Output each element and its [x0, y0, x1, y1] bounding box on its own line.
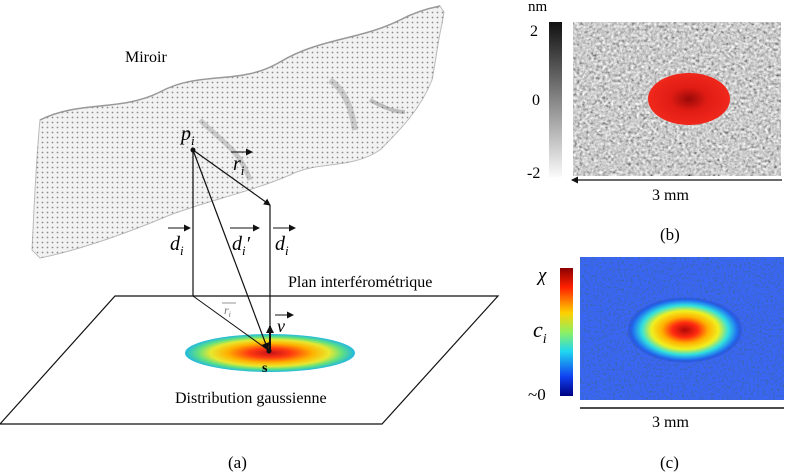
- label-r-projection: ri: [222, 302, 236, 319]
- label-r: ri: [231, 148, 253, 178]
- svg-text:di′: di′: [232, 233, 251, 258]
- caption-a: (a): [228, 453, 247, 472]
- spot-b: [648, 73, 730, 125]
- colorbar-c-bottom: ~0: [528, 385, 546, 404]
- label-d-prime: di′: [230, 224, 260, 258]
- colorbar-b-tick-mid: 0: [532, 92, 540, 109]
- spot-c: [627, 297, 743, 363]
- caption-b: (b): [660, 225, 680, 244]
- svg-text:ri: ri: [233, 153, 245, 178]
- unit-label: nm: [528, 0, 548, 15]
- panel-b: nm 2 0 -2 3 mm (b): [527, 0, 782, 244]
- point-p-marker: [190, 147, 196, 153]
- label-v: v: [275, 311, 294, 336]
- vector-r-projection: [192, 295, 269, 351]
- svg-text:di: di: [170, 233, 184, 258]
- scale-label-c: 3 mm: [652, 414, 689, 431]
- panel-c: χ ci ~0 3 mm (c): [528, 257, 784, 472]
- scale-label-b: 3 mm: [652, 187, 689, 204]
- svg-text:ri: ri: [224, 303, 231, 319]
- svg-text:di: di: [275, 233, 289, 258]
- source-point: [266, 348, 272, 354]
- svg-text:v: v: [277, 316, 285, 336]
- colorbar-c: [560, 268, 573, 396]
- interferometric-plane: [0, 295, 500, 425]
- source-label: s: [262, 361, 268, 376]
- colorbar-b-tick-bottom: -2: [527, 165, 540, 182]
- vector-d-prime: [192, 149, 270, 351]
- mirror-label: Miroir: [125, 49, 167, 66]
- vector-r: [192, 149, 271, 206]
- vector-construction: [192, 149, 274, 351]
- panel-a: Miroir Plan interférométrique Distributi…: [0, 5, 500, 472]
- mirror-surface: [31, 5, 445, 259]
- plane-label: Plan interférométrique: [288, 274, 432, 291]
- colorbar-c-mid: ci: [533, 317, 547, 347]
- colorbar-b: [549, 22, 562, 177]
- label-d-left: di: [168, 224, 191, 258]
- point-p-label: pi: [179, 123, 195, 148]
- colorbar-b-tick-top: 2: [530, 23, 538, 40]
- colorbar-c-top: χ: [536, 265, 547, 286]
- distribution-label: Distribution gaussienne: [175, 390, 327, 407]
- label-d-right: di: [273, 224, 296, 258]
- caption-c: (c): [660, 453, 679, 472]
